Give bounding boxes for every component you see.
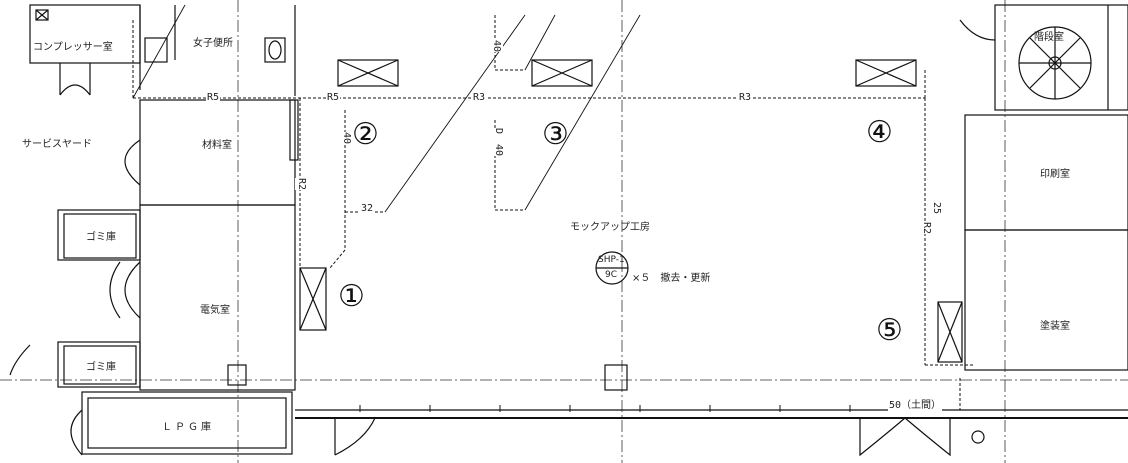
pipe-label-r5-b: R5 [326,92,341,103]
callout-4: ④ [866,115,893,150]
electrical-block [57,99,299,391]
callout-3: ③ [542,117,569,152]
pipe-label-25: 25 [930,202,943,215]
equipment-tag-top: SHP-1 [598,255,625,265]
pipe-label-r5-a: R5 [206,92,221,103]
wall-ticks [359,405,851,412]
room-printing: 印刷室 [1040,169,1070,180]
room-painting: 塗装室 [1040,321,1070,332]
floor-note: 50（土間） [888,396,943,411]
room-lpg: ＬＰＧ庫 [162,422,214,433]
room-womens-toilet: 女子便所 [193,38,233,49]
equipment-tag-shape [595,251,629,285]
pipe-label-32: 32 [360,203,375,214]
room-mockup: モックアップ工房 [570,222,650,233]
right-rooms [959,4,1128,371]
pipe-label-d40-left: 40 [340,132,353,145]
exterior-wall [295,409,1128,457]
room-garbage-1: ゴミ庫 [86,232,116,243]
callout-1: ① [338,279,365,314]
room-material: 材料室 [202,140,232,151]
pipe-label-d40-mid: D 40 [490,128,507,157]
compressor-toilet-block [29,4,296,96]
room-garbage-2: ゴミ庫 [86,362,116,373]
room-compressor: コンプレッサー室 [33,42,113,53]
callout-2: ② [352,117,379,152]
lpg-block [9,344,293,456]
pipe-label-r2-right: R2 [920,222,933,235]
pipe-label-r3-b: R3 [738,92,753,103]
room-stair: 階段室 [1034,32,1064,43]
equipment-tag-bottom: 9C [605,270,618,280]
indoor-units [299,59,963,391]
equipment-note: ×５ 撤去・更新 [632,273,711,284]
callout-5: ⑤ [876,313,903,348]
piping [132,15,975,410]
room-service-yard: サービスヤード [22,139,92,150]
pipe-label-r2-left: R2 [295,178,308,191]
pipe-label-d40-top: 40 [490,40,503,53]
pipe-label-r3-a: R3 [472,92,487,103]
room-electrical: 電気室 [200,305,230,316]
